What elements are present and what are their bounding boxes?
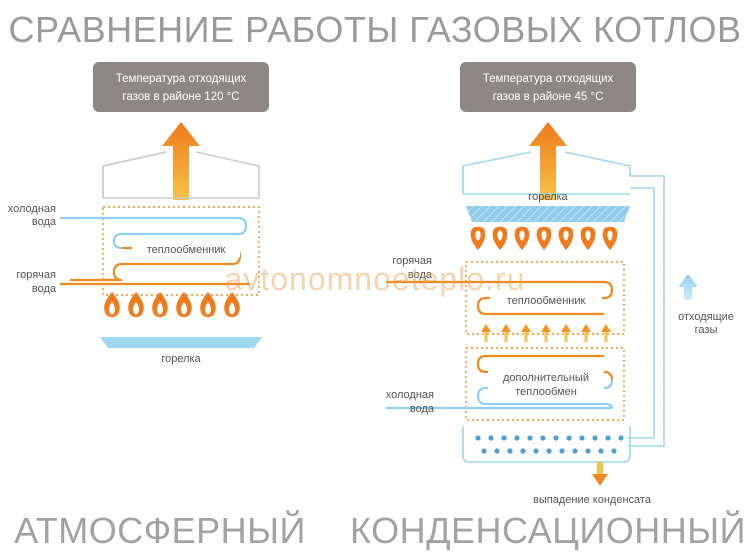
right-heat-arrows — [481, 324, 611, 342]
right-condensate-droplets — [475, 435, 624, 454]
heat-arrow-icon — [501, 324, 511, 342]
left-hot-water-label-1: горячая — [16, 269, 56, 281]
right-flue-arrow-icon — [529, 122, 567, 200]
droplet-icon — [481, 448, 487, 454]
left-burner — [100, 337, 262, 348]
flame-icon — [492, 226, 508, 250]
atmospheric-boiler: Температура отходящих газов в районе 120… — [8, 62, 269, 365]
droplet-icon — [488, 435, 494, 441]
right-exchanger-label: теплообменник — [507, 295, 586, 307]
right-extra-coil-orange — [476, 354, 614, 381]
droplet-icon — [566, 435, 572, 441]
droplet-icon — [559, 448, 565, 454]
droplet-icon — [585, 448, 591, 454]
exhaust-label-2: газы — [695, 324, 718, 336]
right-extra-coil-blue — [386, 379, 614, 410]
right-extra-label-2: теплообмен — [515, 386, 577, 398]
droplet-icon — [507, 448, 513, 454]
flame-icon — [224, 292, 240, 317]
right-cold-water-label-2: вода — [410, 403, 435, 415]
flame-icon — [514, 226, 530, 250]
left-flue-arrow-icon — [162, 122, 200, 200]
right-burner — [466, 206, 630, 222]
left-temp-box: Температура отходящих газов в районе 120… — [93, 62, 269, 112]
right-exhaust-duct — [462, 151, 665, 447]
caption-condensing: КОНДЕНСАЦИОННЫЙ — [350, 509, 746, 551]
droplet-icon — [611, 448, 617, 454]
right-temp-line1: Температура отходящих — [483, 73, 614, 85]
left-hot-water-label-2: вода — [32, 283, 57, 295]
droplet-icon — [520, 448, 526, 454]
flame-icon — [200, 292, 216, 317]
left-exchanger-label: теплообменник — [147, 244, 226, 256]
droplet-icon — [579, 435, 585, 441]
droplet-icon — [553, 435, 559, 441]
droplet-icon — [592, 435, 598, 441]
right-extra-label-1: дополнительный — [503, 372, 589, 384]
droplet-icon — [501, 435, 507, 441]
flame-icon — [128, 292, 144, 317]
caption-atmospheric: АТМОСФЕРНЫЙ — [14, 509, 306, 551]
left-cold-water-label-1: холодная — [8, 203, 56, 215]
droplet-icon — [572, 448, 578, 454]
droplet-icon — [598, 448, 604, 454]
condensate-drain-arrow-icon — [592, 462, 608, 486]
right-hot-water-label-2: вода — [408, 269, 433, 281]
droplet-icon — [514, 435, 520, 441]
left-cold-water-label-2: вода — [32, 216, 57, 228]
left-cold-water-pipe — [60, 216, 248, 250]
droplet-icon — [546, 448, 552, 454]
flame-icon — [152, 292, 168, 317]
flame-icon — [176, 292, 192, 317]
flame-icon — [580, 226, 596, 250]
flame-icon — [602, 226, 618, 250]
flame-icon — [104, 292, 120, 317]
left-hood-outline — [102, 151, 260, 199]
droplet-icon — [540, 435, 546, 441]
exhaust-label-1: отходящие — [678, 311, 734, 323]
droplet-icon — [605, 435, 611, 441]
heat-arrow-icon — [521, 324, 531, 342]
left-flames — [104, 292, 240, 317]
condensate-label: выпадение конденсата — [533, 494, 652, 506]
heat-arrow-icon — [561, 324, 571, 342]
right-temp-line2: газов в районе 45 °C — [493, 91, 604, 103]
droplet-icon — [475, 435, 481, 441]
page-title: СРАВНЕНИЕ РАБОТЫ ГАЗОВЫХ КОТЛОВ — [8, 9, 741, 50]
droplet-icon — [527, 435, 533, 441]
right-cold-water-label-1: холодная — [386, 389, 434, 401]
exhaust-gas-arrow-icon — [678, 274, 698, 300]
left-temp-line1: Температура отходящих — [116, 73, 247, 85]
droplet-icon — [533, 448, 539, 454]
left-temp-line2: газов в районе 120 °C — [122, 91, 239, 103]
left-burner-label: горелка — [161, 353, 201, 365]
right-hot-water-label-1: горячая — [392, 255, 432, 267]
flame-icon — [536, 226, 552, 250]
heat-arrow-icon — [601, 324, 611, 342]
heat-arrow-icon — [581, 324, 591, 342]
right-condensate-tray — [462, 426, 631, 463]
right-temp-box: Температура отходящих газов в районе 45 … — [460, 62, 636, 112]
droplet-icon — [494, 448, 500, 454]
droplet-icon — [618, 435, 624, 441]
condensing-boiler: Температура отходящих газов в районе 45 … — [386, 62, 734, 506]
heat-arrow-icon — [541, 324, 551, 342]
right-flames — [470, 226, 618, 250]
flame-icon — [558, 226, 574, 250]
heat-arrow-icon — [481, 324, 491, 342]
left-chamber — [102, 206, 260, 296]
watermark: avtonomnoeteplo.ru — [225, 261, 526, 297]
flame-icon — [470, 226, 486, 250]
right-burner-label: горелка — [528, 191, 568, 203]
